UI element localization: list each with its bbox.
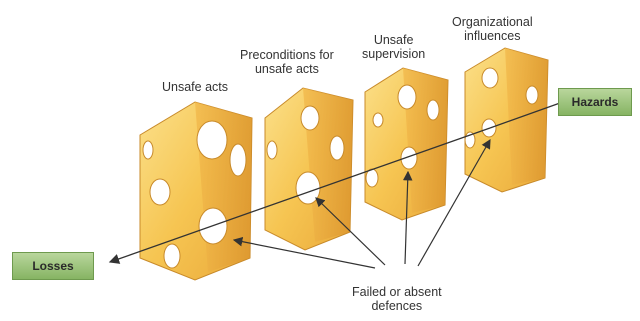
hole: [427, 100, 439, 120]
slice-preconditions: [265, 88, 353, 250]
label-preconditions-line2: unsafe acts: [240, 62, 334, 76]
label-failed-line2: defences: [352, 299, 442, 313]
label-organizational-line2: influences: [452, 29, 533, 43]
hole: [230, 144, 246, 176]
hole: [150, 179, 170, 205]
hole: [330, 136, 344, 160]
label-supervision-line1: Unsafe: [362, 33, 425, 47]
hole: [164, 244, 180, 268]
slice-unsafe-acts: [140, 102, 252, 280]
losses-box: Losses: [12, 252, 94, 280]
label-unsafe-supervision: Unsafe supervision: [362, 33, 425, 61]
label-supervision-line2: supervision: [362, 47, 425, 61]
hazards-box: Hazards: [558, 88, 632, 116]
hole: [267, 141, 277, 159]
label-organizational-line1: Organizational: [452, 15, 533, 29]
label-preconditions: Preconditions for unsafe acts: [240, 48, 334, 76]
hole: [526, 86, 538, 104]
label-organizational-influences: Organizational influences: [452, 15, 533, 43]
hole: [373, 113, 383, 127]
slice-organizational-influences: [465, 48, 548, 192]
hole: [143, 141, 153, 159]
hole: [197, 121, 227, 159]
label-unsafe-acts: Unsafe acts: [162, 80, 228, 94]
label-failed-defences: Failed or absent defences: [352, 285, 442, 313]
hole: [301, 106, 319, 130]
hole: [398, 85, 416, 109]
slice-unsafe-supervision: [365, 68, 448, 220]
hole: [482, 68, 498, 88]
label-failed-line1: Failed or absent: [352, 285, 442, 299]
label-preconditions-line1: Preconditions for: [240, 48, 334, 62]
